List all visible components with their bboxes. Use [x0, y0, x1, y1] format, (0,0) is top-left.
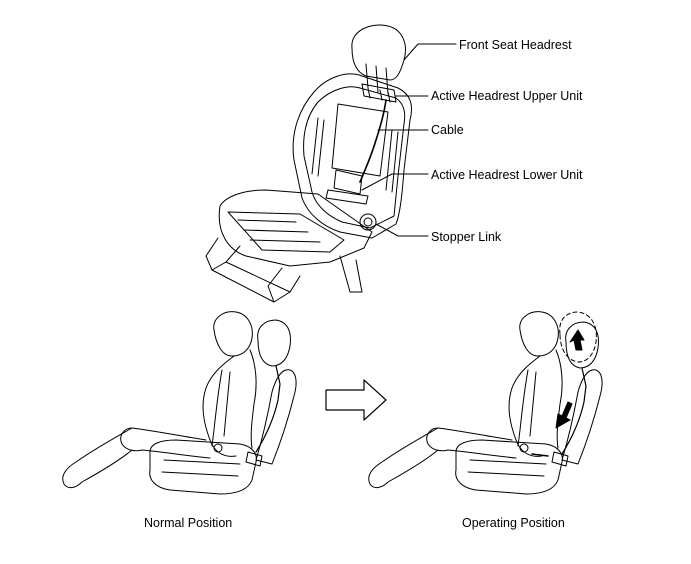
cable-down-arrow	[555, 401, 573, 429]
caption-operating-position: Operating Position	[462, 516, 565, 530]
seat-frame-illustration	[205, 24, 412, 303]
label-cable: Cable	[431, 123, 464, 137]
seatback-outer	[292, 73, 412, 239]
leader-stopper-link	[375, 223, 429, 237]
seatback-operating	[561, 369, 603, 465]
headrest-up-arrow	[569, 329, 585, 351]
transition-arrow	[325, 379, 387, 421]
seat-cushion-normal	[149, 439, 257, 495]
operating-position-illustration	[368, 311, 603, 495]
seat-cushion-operating	[455, 439, 563, 495]
occupant-leg-operating	[368, 427, 517, 489]
leader-lower-unit	[361, 173, 429, 191]
callout-leaders	[361, 43, 457, 237]
seatback-normal	[255, 369, 297, 465]
seat-cushion-frame	[218, 189, 373, 267]
headrest-moved-dashed	[559, 311, 597, 363]
seat-rail-left	[205, 237, 241, 271]
occupant-head-operating	[519, 311, 559, 357]
label-active-headrest-lower-unit: Active Headrest Lower Unit	[431, 168, 583, 182]
lower-unit-shape	[333, 169, 363, 195]
headrest-operating	[565, 321, 599, 369]
occupant-torso-normal	[202, 349, 257, 457]
cable-line	[359, 99, 387, 183]
seat-rail-right	[267, 267, 301, 303]
occupant-head-normal	[213, 311, 253, 357]
label-stopper-link: Stopper Link	[431, 230, 502, 244]
leader-headrest	[403, 43, 457, 61]
caption-normal-position: Normal Position	[144, 516, 233, 530]
headrest-normal	[257, 319, 291, 367]
normal-position-illustration	[62, 311, 297, 495]
stopper-link-shape	[359, 213, 377, 231]
label-front-seat-headrest: Front Seat Headrest	[459, 38, 572, 52]
upper-unit-shape	[361, 83, 397, 103]
occupant-torso-operating	[508, 349, 563, 457]
label-active-headrest-upper-unit: Active Headrest Upper Unit	[431, 89, 583, 103]
headrest-shape	[351, 24, 406, 81]
occupant-leg-normal	[62, 427, 211, 489]
